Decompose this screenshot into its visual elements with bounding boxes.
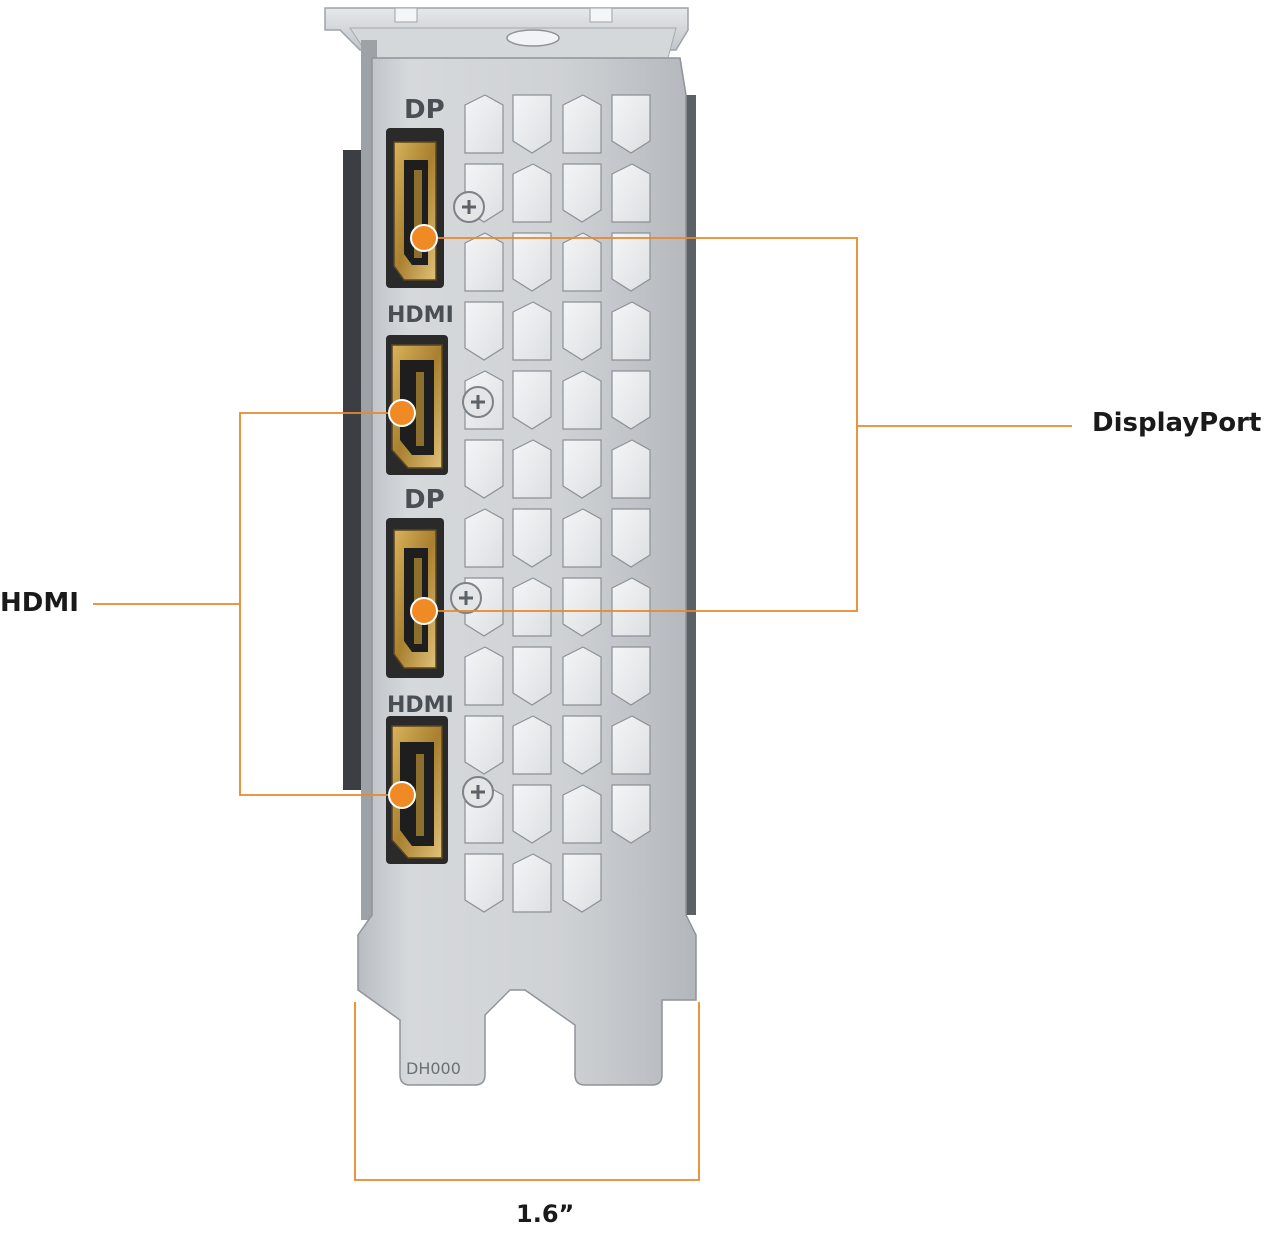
vent-cutout	[611, 301, 651, 361]
vent-cutout	[512, 508, 552, 568]
vent-cutout	[512, 163, 552, 223]
vent-cutout	[512, 301, 552, 361]
bracket-top-tab	[324, 7, 689, 59]
vent-cutout	[562, 301, 602, 361]
port-hdmi-1	[386, 335, 448, 475]
bracket-marking: DH000	[406, 1059, 461, 1078]
screw-icon	[462, 776, 494, 808]
vent-cutout	[464, 232, 504, 292]
screw-icon	[462, 386, 494, 418]
vent-cutout	[464, 508, 504, 568]
dp-2-marker-dot	[410, 597, 438, 625]
vent-cutout	[512, 784, 552, 844]
vent-cutout	[464, 301, 504, 361]
vent-cutout	[512, 232, 552, 292]
port-dp-2	[386, 518, 444, 678]
vent-cutout	[464, 715, 504, 775]
vent-cutout	[611, 232, 651, 292]
screw-icon	[453, 191, 485, 223]
vent-cutout	[611, 439, 651, 499]
silk-label-hdmi-2: HDMI	[387, 693, 454, 718]
dimension-line	[354, 1002, 700, 1181]
silk-label-dp-2: DP	[404, 485, 445, 515]
vent-cutout	[512, 94, 552, 154]
hdmi-2-marker-dot	[388, 781, 416, 809]
vent-cutout	[512, 646, 552, 706]
screw-icons	[450, 191, 494, 808]
vent-cutout	[562, 784, 602, 844]
port-hdmi-2	[386, 716, 448, 864]
displayport-callout-label: DisplayPort	[1092, 408, 1262, 438]
vent-cutout	[512, 577, 552, 637]
dp-callout-line	[424, 237, 858, 612]
callout-lines	[93, 237, 1072, 1181]
vent-cutout	[512, 439, 552, 499]
vent-cutout	[464, 94, 504, 154]
hdmi-callout-label: HDMI	[0, 588, 79, 618]
vent-cutout	[464, 646, 504, 706]
vent-cutout	[611, 94, 651, 154]
silk-label-hdmi-1: HDMI	[387, 303, 454, 328]
vent-cutout	[611, 508, 651, 568]
vent-cutout	[562, 370, 602, 430]
vent-cutout	[562, 232, 602, 292]
vent-cutout	[562, 439, 602, 499]
vent-cutout	[512, 370, 552, 430]
bracket-width-label: 1.6”	[516, 1200, 575, 1228]
vent-cutout	[611, 646, 651, 706]
vent-cutout	[512, 853, 552, 913]
screw-icon	[450, 582, 482, 614]
vent-cutout	[611, 370, 651, 430]
vent-cutout	[562, 715, 602, 775]
marker-dots	[388, 224, 438, 809]
vent-grille	[464, 94, 651, 913]
vent-cutout	[512, 715, 552, 775]
vent-cutout	[562, 577, 602, 637]
port-dp-1	[386, 128, 444, 288]
hdmi-1-marker-dot	[388, 399, 416, 427]
dp-1-marker-dot	[410, 224, 438, 252]
vent-cutout	[611, 577, 651, 637]
vent-cutout	[464, 853, 504, 913]
vent-cutout	[562, 508, 602, 568]
vent-cutout	[562, 853, 602, 913]
vent-cutout	[562, 646, 602, 706]
vent-cutout	[562, 163, 602, 223]
vent-cutout	[562, 94, 602, 154]
silk-label-dp-1: DP	[404, 95, 445, 125]
vent-cutout	[611, 784, 651, 844]
vent-cutout	[611, 715, 651, 775]
vent-cutout	[464, 439, 504, 499]
vent-cutout	[611, 163, 651, 223]
